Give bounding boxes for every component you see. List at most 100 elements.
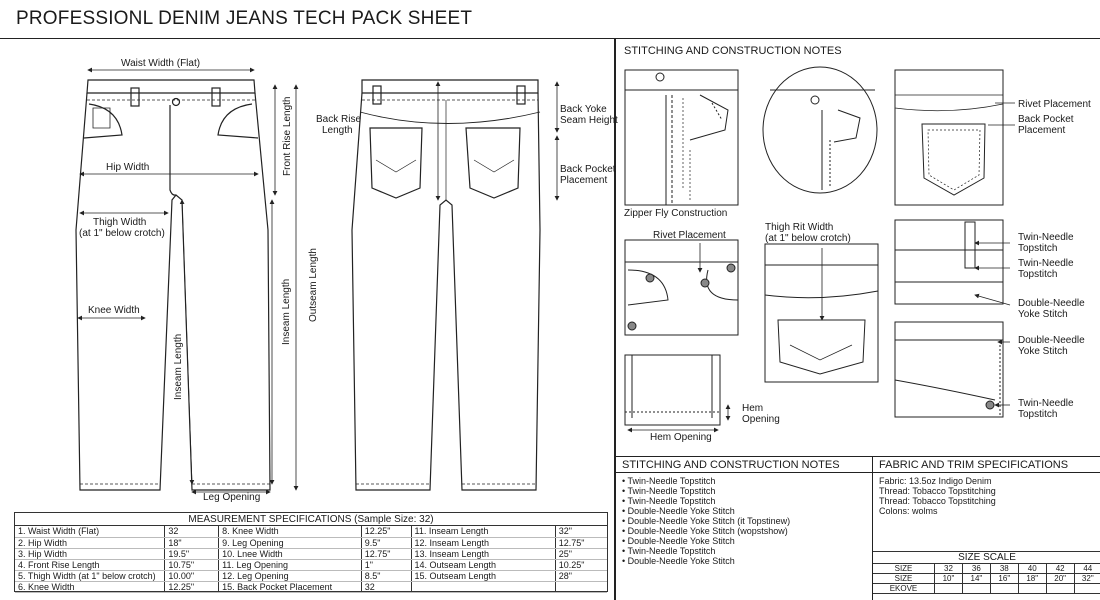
table-cell: 44 [1074,563,1100,574]
thigh-sub-label: (at 1" below crotch) [79,228,165,239]
table-cell: 9.5" [361,537,412,549]
table-cell: SIZE [873,573,935,584]
table-cell: 25" [555,548,607,560]
table-cell: 12. Leg Opening [218,570,362,582]
table-cell: SIZE [873,563,935,574]
table-cell: 32 [361,581,412,593]
detail-arrows [627,102,1015,433]
vertical-divider [614,38,616,600]
list-item: Double-Needle Yoke Stitch (wopstshow) [622,526,866,536]
twin-needle-a-sub-label: Topstitch [1018,243,1057,254]
list-item: Twin-Needle Topstitch [622,486,866,496]
table-cell: 42 [1046,563,1075,574]
waist-label: Waist Width (Flat) [121,58,200,69]
table-cell: 10.00" [164,570,220,582]
list-item: Double-Needle Yoke Stitch [622,556,866,566]
stitching-notes-heading: STITCHING AND CONSTRUCTION NOTES [624,45,842,57]
fabric-line: Colons: wolms [879,506,938,516]
table-cell: 11. Leg Opening [218,559,362,571]
table-cell: 32" [555,526,607,538]
list-item: Twin-Needle Topstitch [622,476,866,486]
table-cell: 15. Back Pocket Placement [218,581,362,593]
table-cell [1046,583,1075,594]
back-yoke-label: Back Yoke [560,104,607,115]
measurement-specifications-table: MEASUREMENT SPECIFICATIONS (Sample Size:… [14,512,608,593]
list-item: Double-Needle Yoke Stitch (it Topstinew) [622,516,866,526]
table-cell: 12.25" [361,526,412,538]
back-jeans-drawing [351,79,541,491]
table-cell: 16" [990,573,1019,584]
back-rise-sub-label: Length [322,125,353,136]
detail-panels [624,66,1004,426]
front-rise-label: Front Rise Length [282,97,293,177]
thigh-rit-sub-label: (at 1" below crotch) [765,233,851,244]
fabric-line: Thread: Tobacco Topstitching [879,486,996,496]
table-cell: 2. Hip Width [15,537,166,549]
hip-label: Hip Width [106,162,149,173]
table-cell: 11. Inseam Length [411,526,556,538]
back-pocket-detail-label: Back Pocket [1018,114,1074,125]
table-row: 5. Thigh Width (at 1" below crotch)10.00… [15,570,607,582]
table-cell: 20" [1046,573,1075,584]
hem-sub-label: Opening [742,414,780,425]
rivet-placement-label: Rivet Placement [653,230,726,241]
twin-needle-b-label: Twin-Needle [1018,258,1074,269]
table-cell: 36 [962,563,991,574]
table-cell [1018,583,1047,594]
table-cell: 14" [962,573,991,584]
inseam-right-label: Inseam Length [281,279,292,345]
fabric-trim-panel: FABRIC AND TRIM SPECIFICATIONS Fabric: 1… [872,456,1100,600]
table-cell [1074,583,1100,594]
twin-needle-a-label: Twin-Needle [1018,232,1074,243]
table-cell: 32 [164,526,220,538]
table-cell [934,583,963,594]
table-cell: 18" [164,537,220,549]
list-item: Double-Needle Yoke Stitch [622,506,866,516]
table-cell: 10.25" [555,559,607,571]
back-yoke-sub-label: Seam Height [560,115,618,126]
table-cell: 1. Waist Width (Flat) [15,526,166,538]
table-cell [962,583,991,594]
back-labels: Back Rise Length Back Yoke Seam Height B… [316,104,618,186]
knee-label: Knee Width [88,305,140,316]
list-item: Twin-Needle Topstitch [622,496,866,506]
measurement-heading: MEASUREMENT SPECIFICATIONS (Sample Size:… [15,513,607,526]
table-cell: 12.25" [164,581,220,593]
fabric-line: Thread: Tobacco Topstitching [879,496,996,506]
hem-opening-label: Hem Opening [650,432,712,443]
table-cell: 8.5" [361,570,412,582]
table-cell: 10.75" [164,559,220,571]
table-cell: 40 [1018,563,1047,574]
table-cell: 1" [361,559,412,571]
stitching-notes-title: STITCHING AND CONSTRUCTION NOTES [616,457,872,473]
twin-needle-b-sub-label: Topstitch [1018,269,1057,280]
table-cell: 14. Outseam Length [411,559,556,571]
table-cell: 32 [934,563,963,574]
list-item: Double-Needle Yoke Stitch [622,536,866,546]
table-cell: 10" [934,573,963,584]
front-labels: Waist Width (Flat) Hip Width Thigh Width… [79,58,319,503]
back-pocket-detail-sub-label: Placement [1018,125,1065,136]
back-rise-label: Back Rise [316,114,361,125]
thigh-rit-width-label: Thigh Rit Width [765,222,833,233]
table-cell: 10. Lnee Width [218,548,362,560]
table-cell: 18" [1018,573,1047,584]
table-row: EKOVE [873,583,1100,594]
table-cell: 32" [1074,573,1100,584]
thigh-label: Thigh Width [93,217,146,228]
table-cell: 13. Inseam Length [411,548,556,560]
inseam-label: Inseam Length [173,334,184,400]
double-needle-b-label: Double-Needle [1018,335,1085,346]
fabric-trim-title: FABRIC AND TRIM SPECIFICATIONS [873,457,1100,473]
list-item: Twin-Needle Topstitch [622,546,866,556]
front-dimension-lines [77,67,299,495]
table-cell [411,581,556,593]
